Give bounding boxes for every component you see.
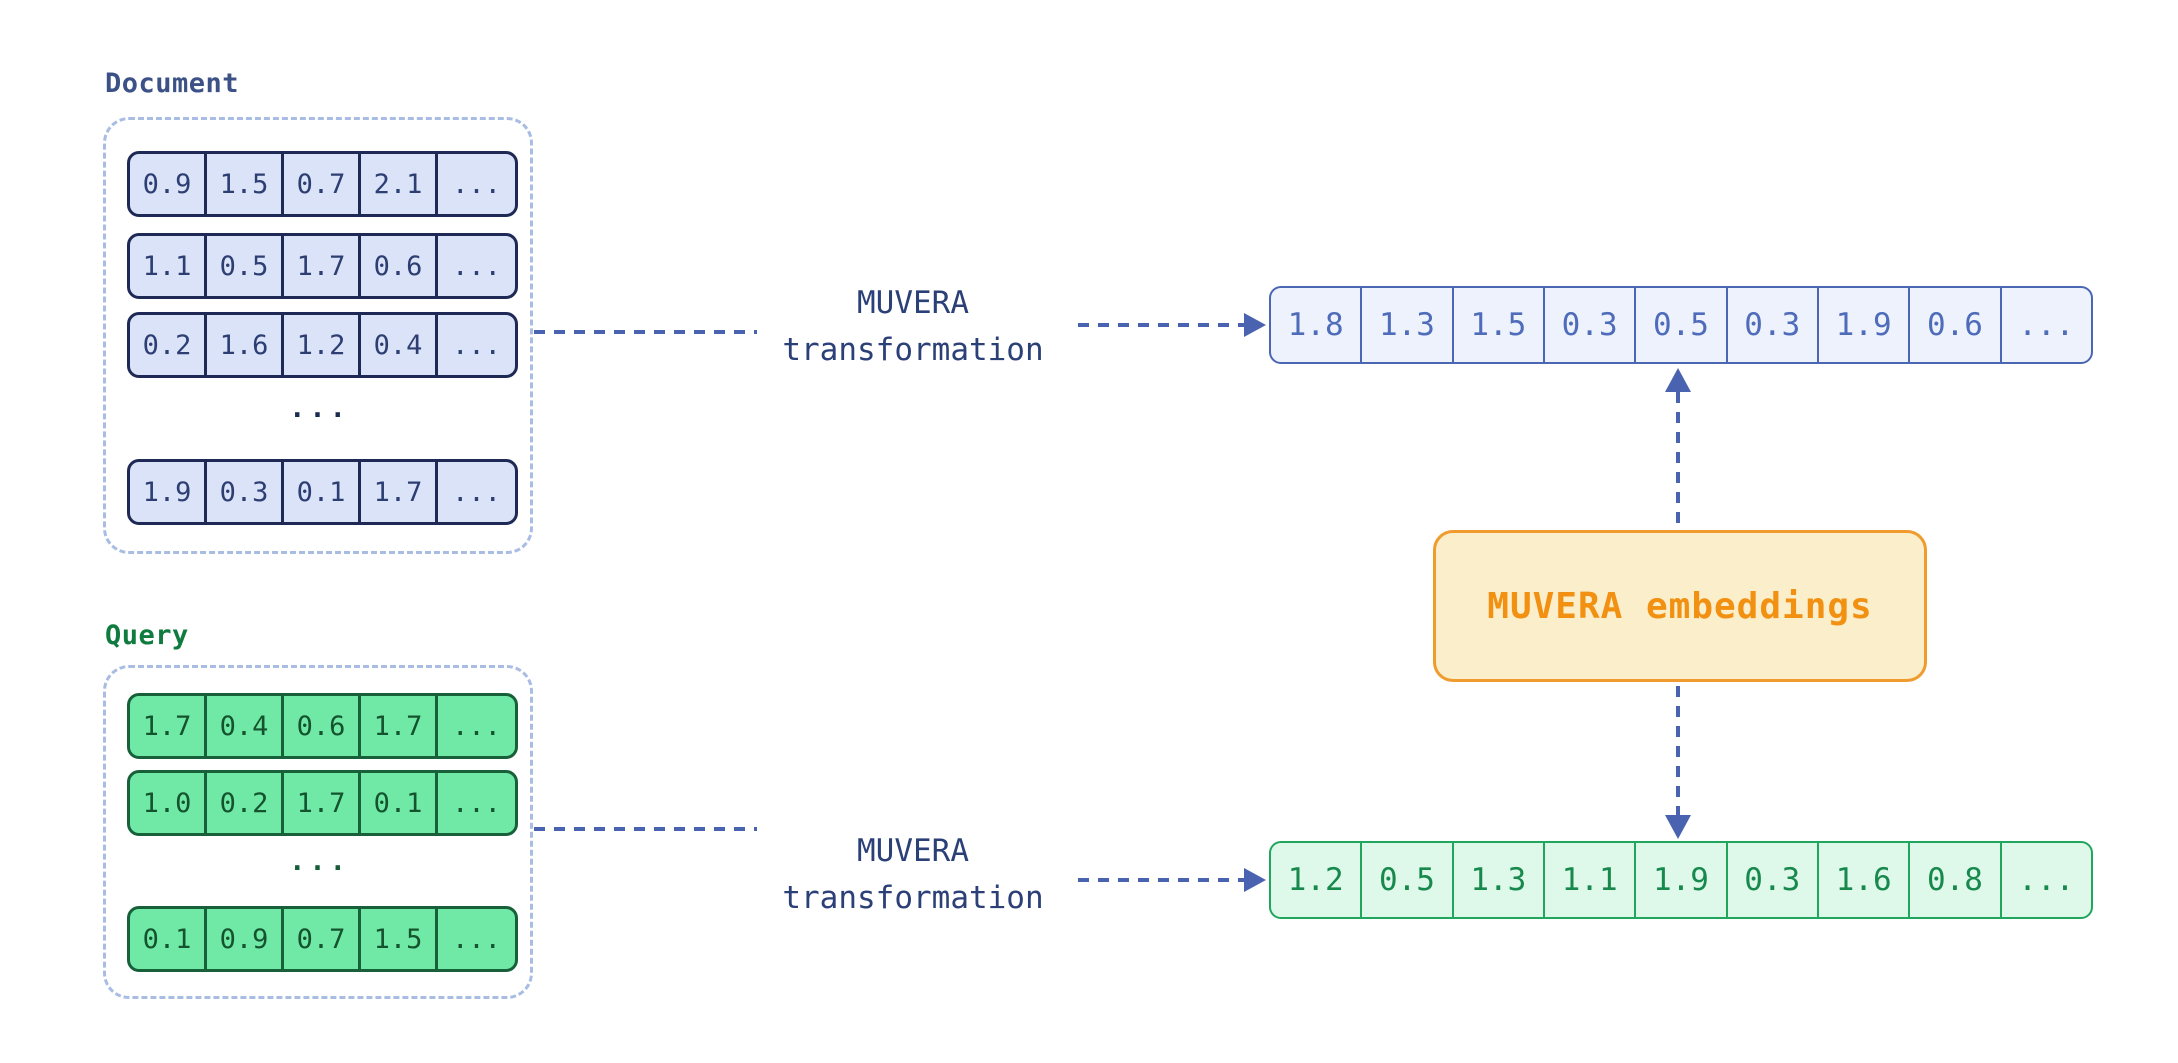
matrix-cell: 1.6 (207, 315, 284, 375)
matrix-ellipsis-cell: ... (452, 250, 501, 282)
transformation-line: MUVERA (857, 285, 969, 321)
arrowhead-right-icon (1244, 868, 1266, 892)
dashed-connector (1078, 323, 1246, 327)
query-matrix-row: 1.0 0.2 1.7 0.1 ... (127, 770, 518, 836)
vector-cell: 1.6 (1819, 843, 1911, 917)
dashed-connector (1078, 878, 1246, 882)
vector-cell: 1.5 (1454, 288, 1545, 362)
query-matrix-row: 1.7 0.4 0.6 1.7 ... (127, 693, 518, 759)
matrix-cell: 0.4 (207, 696, 284, 756)
matrix-cell: 1.5 (207, 154, 284, 214)
document-matrix-row: 1.1 0.5 1.7 0.6 ... (127, 233, 518, 299)
arrowhead-right-icon (1244, 313, 1266, 337)
matrix-cell: 0.2 (207, 773, 284, 833)
query-matrix-row: 0.1 0.9 0.7 1.5 ... (127, 906, 518, 972)
vector-cell: 1.8 (1271, 288, 1363, 362)
query-label: Query (105, 620, 189, 651)
matrix-cell: 0.1 (284, 462, 361, 522)
matrix-cell: 1.2 (284, 315, 361, 375)
matrix-cell: 1.7 (284, 236, 361, 296)
vertical-dashed-connector (1676, 392, 1680, 528)
matrix-cell: 1.9 (130, 462, 207, 522)
transformation-line: MUVERA (857, 833, 969, 869)
vector-cell: 1.9 (1636, 843, 1728, 917)
vector-cell: 0.3 (1545, 288, 1637, 362)
vector-cell: 1.2 (1271, 843, 1363, 917)
matrix-cell: 1.0 (130, 773, 207, 833)
matrix-ellipsis-cell: ... (452, 787, 501, 819)
matrix-cell: 1.7 (361, 696, 438, 756)
vector-cell: 0.5 (1636, 288, 1728, 362)
vector-cell: 1.9 (1819, 288, 1911, 362)
matrix-cell: 1.1 (130, 236, 207, 296)
transformation-line: transformation (782, 879, 1044, 916)
more-rows-ellipsis: ... (289, 846, 350, 877)
matrix-cell: 0.1 (361, 773, 438, 833)
vector-cell: 1.3 (1362, 288, 1454, 362)
matrix-ellipsis-cell: ... (452, 710, 501, 742)
matrix-ellipsis-cell: ... (452, 476, 501, 508)
matrix-ellipsis-cell: ... (452, 329, 501, 361)
matrix-cell: 0.1 (130, 909, 207, 969)
matrix-cell: 0.2 (130, 315, 207, 375)
matrix-cell: 0.5 (207, 236, 284, 296)
matrix-cell: 0.6 (361, 236, 438, 296)
matrix-cell: 0.7 (284, 909, 361, 969)
muvera-embeddings-label: MUVERA embeddings (1487, 585, 1873, 627)
vector-cell: 0.3 (1728, 843, 1819, 917)
vertical-dashed-connector (1676, 686, 1680, 816)
query-embedding-vector: 1.2 0.5 1.3 1.1 1.9 0.3 1.6 0.8 ... (1269, 841, 2093, 919)
matrix-cell: 0.4 (361, 315, 438, 375)
matrix-ellipsis-cell: ... (452, 923, 501, 955)
vector-cell: 0.5 (1362, 843, 1454, 917)
dashed-connector (534, 827, 757, 831)
vector-cell: 1.1 (1545, 843, 1637, 917)
arrow-up-icon (1665, 368, 1691, 392)
matrix-cell: 0.9 (207, 909, 284, 969)
dashed-connector (534, 330, 757, 334)
vector-cell: 1.3 (1454, 843, 1545, 917)
vector-ellipsis-cell: ... (2018, 862, 2075, 898)
matrix-cell: 0.6 (284, 696, 361, 756)
muvera-embeddings-box: MUVERA embeddings (1433, 530, 1927, 682)
muvera-transformation-label: MUVERA transformation (703, 828, 1123, 921)
document-matrix-row: 1.9 0.3 0.1 1.7 ... (127, 459, 518, 525)
matrix-cell: 0.3 (207, 462, 284, 522)
document-embedding-vector: 1.8 1.3 1.5 0.3 0.5 0.3 1.9 0.6 ... (1269, 286, 2093, 364)
matrix-cell: 1.7 (284, 773, 361, 833)
matrix-cell: 1.7 (361, 462, 438, 522)
vector-cell: 0.8 (1910, 843, 2002, 917)
transformation-line: transformation (782, 331, 1044, 368)
vector-ellipsis-cell: ... (2018, 307, 2075, 343)
arrow-down-icon (1665, 815, 1691, 839)
document-matrix-row: 0.9 1.5 0.7 2.1 ... (127, 151, 518, 217)
document-panel: 0.9 1.5 0.7 2.1 ... 1.1 0.5 1.7 0.6 ... … (103, 117, 533, 554)
document-label: Document (105, 68, 240, 99)
vector-cell: 0.6 (1910, 288, 2002, 362)
matrix-ellipsis-cell: ... (452, 168, 501, 200)
matrix-cell: 0.7 (284, 154, 361, 214)
query-panel: 1.7 0.4 0.6 1.7 ... 1.0 0.2 1.7 0.1 ... … (103, 665, 533, 999)
muvera-transformation-label: MUVERA transformation (703, 280, 1123, 373)
matrix-cell: 1.5 (361, 909, 438, 969)
document-matrix-row: 0.2 1.6 1.2 0.4 ... (127, 312, 518, 378)
matrix-cell: 0.9 (130, 154, 207, 214)
vector-cell: 0.3 (1728, 288, 1819, 362)
more-rows-ellipsis: ... (289, 393, 350, 424)
matrix-cell: 2.1 (361, 154, 438, 214)
matrix-cell: 1.7 (130, 696, 207, 756)
